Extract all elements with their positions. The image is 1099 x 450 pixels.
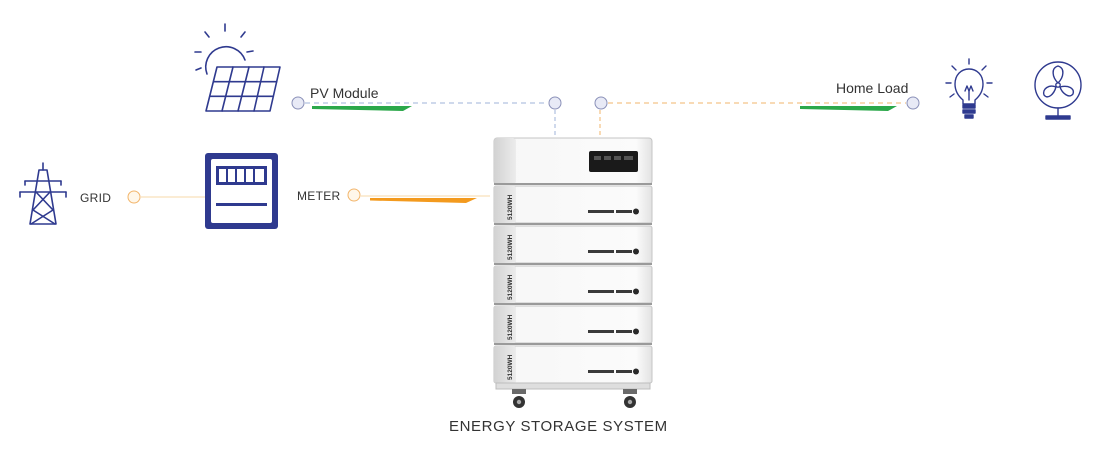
battery-module: 5120WH <box>493 185 653 225</box>
module-capacity-label: 5120WH <box>507 234 514 260</box>
load-bus-line <box>599 102 906 140</box>
battery-module: 5120WH <box>493 225 653 265</box>
solar-flow-arrow <box>312 106 412 111</box>
meter-label: METER <box>297 189 341 203</box>
system-pv-node <box>548 96 562 110</box>
meter-node <box>347 188 361 202</box>
energy-storage-cabinet: 5120WH 5120WH 5120WH 5120W <box>493 137 653 408</box>
caster-wheel <box>623 389 637 408</box>
battery-module: 5120WH <box>493 305 653 345</box>
system-load-node <box>594 96 608 110</box>
module-capacity-label: 5120WH <box>507 314 514 340</box>
caster-wheel <box>512 389 526 408</box>
grid-label: GRID <box>80 191 111 205</box>
module-capacity-label: 5120WH <box>507 194 514 220</box>
solar-panel-icon <box>194 23 281 112</box>
pv-module-label: PV Module <box>310 85 379 101</box>
fan-icon <box>1034 61 1082 120</box>
display-screen <box>589 151 638 172</box>
battery-module: 5120WH <box>493 265 653 305</box>
home-load-flow-arrow <box>800 106 897 111</box>
energy-meter-icon <box>205 153 278 229</box>
battery-module: 5120WH <box>493 345 653 384</box>
pv-bus-line <box>305 102 556 140</box>
transmission-tower-icon <box>19 162 67 225</box>
home-load-label: Home Load <box>836 80 908 96</box>
light-bulb-icon <box>945 58 993 119</box>
cabinet-base <box>495 382 651 390</box>
module-capacity-label: 5120WH <box>507 274 514 300</box>
pv-node <box>291 96 305 110</box>
grid-flow-arrow <box>370 198 477 203</box>
home-load-node <box>906 96 920 110</box>
module-capacity-label: 5120WH <box>507 354 514 380</box>
system-caption: ENERGY STORAGE SYSTEM <box>449 418 668 435</box>
grid-node <box>127 190 141 204</box>
